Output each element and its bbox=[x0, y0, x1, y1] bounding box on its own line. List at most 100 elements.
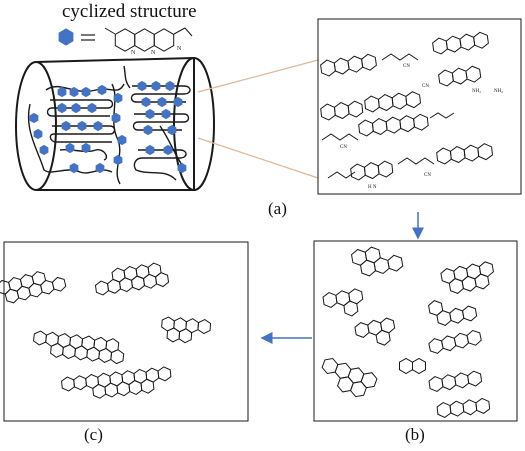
fragment-b8 bbox=[399, 357, 426, 375]
ring bbox=[343, 300, 359, 317]
ring bbox=[428, 376, 444, 393]
blue-hexagon bbox=[65, 142, 75, 154]
fragment-b10 bbox=[436, 397, 491, 419]
ring bbox=[405, 91, 421, 109]
ladder-segment bbox=[350, 160, 394, 181]
ring bbox=[354, 322, 370, 338]
ring bbox=[69, 334, 84, 350]
blue-hexagon bbox=[71, 102, 81, 114]
cn-label: CN bbox=[424, 173, 431, 178]
ring bbox=[93, 336, 108, 352]
sheet-c2 bbox=[94, 262, 170, 296]
blue-hexagon bbox=[137, 80, 147, 92]
ladder-segment bbox=[358, 113, 429, 137]
ethyl-1 bbox=[173, 27, 186, 35]
ring bbox=[178, 328, 193, 344]
ladder-segment bbox=[436, 143, 493, 165]
ring bbox=[449, 146, 466, 164]
blue-hexagon bbox=[117, 134, 127, 146]
ring bbox=[321, 357, 339, 375]
ring bbox=[463, 144, 480, 162]
blue-hexagon bbox=[58, 28, 74, 46]
blue-hexagon bbox=[97, 84, 107, 96]
ring bbox=[387, 254, 404, 272]
ring bbox=[465, 65, 482, 83]
ring bbox=[436, 401, 452, 419]
ring bbox=[81, 335, 96, 351]
blue-hexagon bbox=[173, 96, 183, 108]
ring bbox=[50, 342, 64, 358]
polymer-chain bbox=[123, 65, 131, 89]
ring bbox=[441, 374, 457, 391]
sheet-c3 bbox=[33, 330, 125, 365]
fiber-chains bbox=[27, 65, 191, 185]
ring bbox=[451, 67, 468, 85]
cylinder-body bbox=[35, 56, 195, 191]
connector-bottom bbox=[197, 137, 319, 179]
ring bbox=[105, 338, 120, 354]
ring bbox=[440, 268, 456, 284]
ring bbox=[449, 307, 465, 324]
blue-hexagon bbox=[87, 102, 97, 114]
ring bbox=[114, 28, 136, 52]
ring bbox=[473, 31, 489, 49]
n-label: N bbox=[177, 46, 182, 52]
fragment-b6 bbox=[428, 329, 482, 354]
panel-label-a: (a) bbox=[268, 199, 287, 218]
ring bbox=[110, 349, 125, 365]
ring bbox=[320, 103, 336, 121]
ring bbox=[142, 273, 158, 289]
ring bbox=[128, 379, 143, 396]
fragment-b7 bbox=[321, 357, 378, 398]
blue-hexagon bbox=[113, 92, 123, 104]
ring bbox=[155, 272, 170, 288]
ring bbox=[478, 261, 494, 278]
cn-label: CN bbox=[403, 64, 410, 69]
ladder-segment bbox=[364, 91, 421, 113]
ring bbox=[92, 383, 107, 399]
cylinder-right-end bbox=[173, 57, 215, 191]
ring bbox=[161, 316, 175, 332]
ring bbox=[74, 345, 89, 361]
blue-hexagon bbox=[81, 142, 91, 154]
n-label: N bbox=[131, 50, 136, 56]
blue-hexagon bbox=[93, 120, 103, 132]
polymer-chain bbox=[133, 149, 187, 181]
ladder-segment bbox=[438, 65, 482, 87]
ring bbox=[361, 53, 377, 71]
polymer-chain bbox=[45, 83, 125, 93]
ring bbox=[85, 373, 100, 390]
blue-hexagon bbox=[57, 102, 67, 114]
ring bbox=[322, 292, 338, 309]
cn-label: CN bbox=[422, 84, 429, 89]
ring bbox=[363, 162, 380, 180]
blue-hexagon bbox=[165, 80, 175, 92]
ring bbox=[438, 69, 454, 87]
ring bbox=[448, 278, 464, 294]
ring bbox=[73, 375, 87, 391]
blue-hexagon bbox=[167, 124, 177, 136]
ethyl-2 bbox=[184, 27, 193, 37]
methyl bbox=[104, 27, 116, 35]
ring bbox=[134, 28, 155, 52]
blue-hexagon bbox=[141, 96, 151, 108]
ring bbox=[121, 370, 136, 386]
ring bbox=[45, 331, 59, 347]
ring bbox=[371, 118, 388, 136]
blue-hexagon bbox=[57, 86, 67, 98]
ring bbox=[377, 94, 394, 112]
panel-label-c: (c) bbox=[84, 425, 103, 444]
ring bbox=[364, 95, 380, 113]
blue-hexagon bbox=[145, 108, 155, 120]
sheet-c5 bbox=[61, 366, 172, 399]
blue-hexagon bbox=[145, 144, 155, 156]
ring bbox=[31, 271, 47, 286]
ring bbox=[147, 262, 162, 278]
ring bbox=[94, 280, 110, 296]
ring bbox=[375, 329, 391, 346]
ring bbox=[33, 330, 47, 346]
sheet-c1 bbox=[0, 271, 67, 304]
